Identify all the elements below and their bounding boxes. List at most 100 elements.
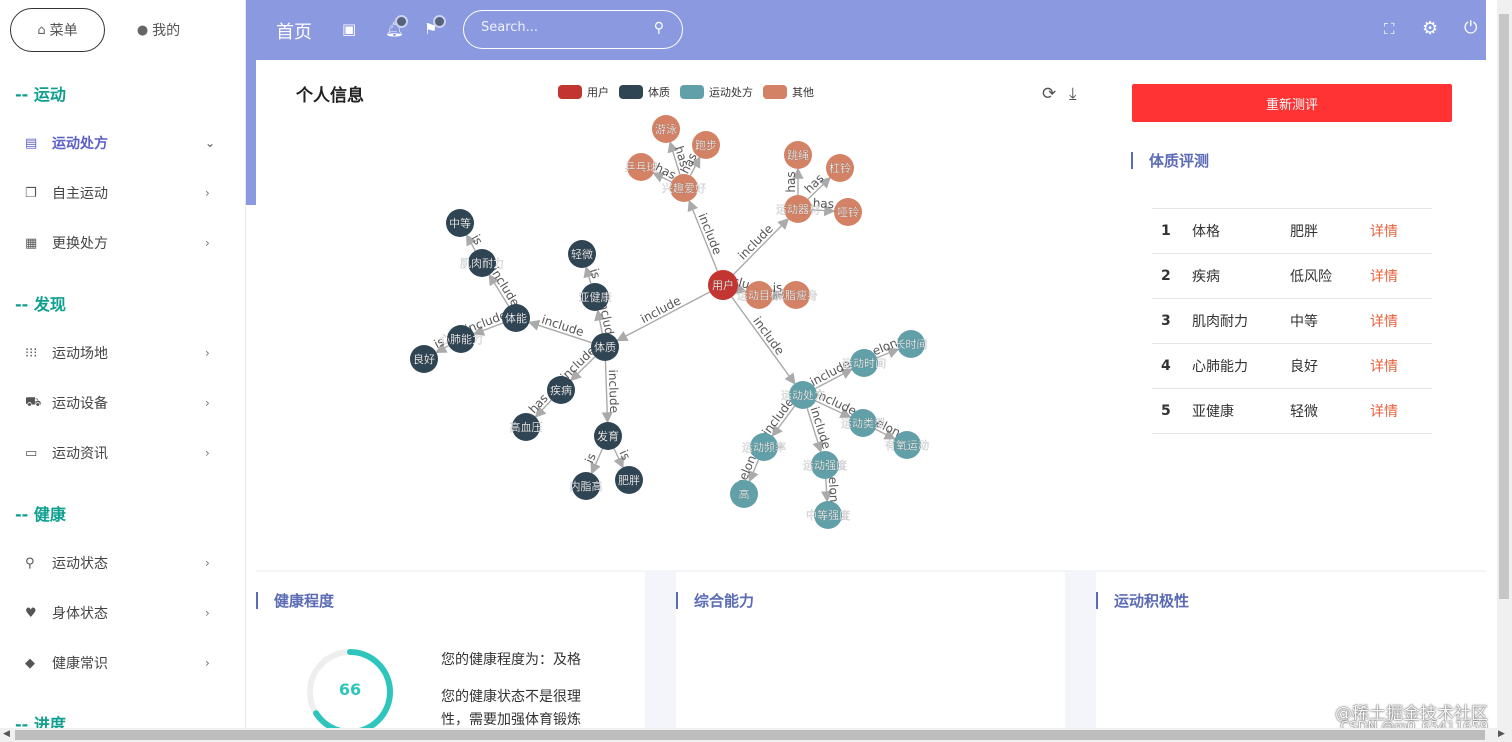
graph-link-label: include (540, 312, 586, 339)
detail-link[interactable]: 详情 (1370, 404, 1398, 420)
sidebar-item-news[interactable]: ▭ 运动资讯 › (0, 428, 245, 478)
sidebar-item-body-status[interactable]: ♥ 身体状态 › (0, 588, 245, 638)
graph-link (733, 217, 790, 275)
legend-item-physique[interactable]: 体质 (619, 84, 670, 100)
graph-link (689, 156, 701, 176)
health-level-text: 您的健康程度为：及格 (441, 652, 581, 668)
sidebar-item-health-knowledge[interactable]: ◆ 健康常识 › (0, 638, 245, 688)
graph-node[interactable] (708, 270, 738, 300)
graph-node[interactable] (591, 333, 619, 361)
scroll-right-icon[interactable]: ▶ (1498, 729, 1505, 739)
graph-node[interactable] (849, 409, 877, 437)
graph-node[interactable] (615, 466, 643, 494)
graph-node[interactable] (789, 381, 817, 409)
graph-node[interactable] (568, 240, 596, 268)
graph-node[interactable] (502, 304, 530, 332)
graph-node[interactable] (572, 472, 600, 500)
scroll-thumb[interactable] (1499, 14, 1509, 599)
graph-node-label: 良好 (413, 352, 435, 366)
fullscreen-icon[interactable]: ⛶ (1384, 20, 1395, 38)
layout-icon[interactable]: ▣ (342, 20, 357, 38)
horizontal-scrollbar[interactable]: ◀ ▶ (0, 728, 1512, 742)
box-icon: ◆ (25, 655, 35, 671)
legend-item-other[interactable]: 其他 (763, 84, 814, 100)
health-desc-line1: 您的健康状态不是很理 (441, 689, 581, 705)
graph-node[interactable] (782, 281, 810, 309)
search-box: ⚲ (463, 10, 683, 49)
graph-node[interactable] (826, 154, 854, 182)
graph-node[interactable] (814, 501, 842, 529)
graph-node[interactable] (834, 198, 862, 226)
graph-node[interactable] (692, 131, 720, 159)
legend-item-user[interactable]: 用户 (558, 84, 609, 100)
graph-node[interactable] (547, 376, 575, 404)
graph-node[interactable] (446, 209, 474, 237)
graph-node[interactable] (581, 283, 609, 311)
graph-node[interactable] (784, 195, 812, 223)
row-number: 5 (1161, 403, 1171, 419)
sidebar-item-label: 运动设备 (52, 396, 108, 412)
graph-node-label: 肥胖 (618, 474, 640, 487)
graph-node[interactable] (670, 174, 698, 202)
page-title[interactable]: 首页 (276, 22, 312, 43)
message-dot (433, 15, 446, 28)
power-icon[interactable]: ⏻ (1464, 18, 1478, 38)
graph-node[interactable] (410, 345, 438, 373)
sidebar-item-equipment[interactable]: ⛟ 运动设备 › (0, 378, 245, 428)
sidebar-item-self-exercise[interactable]: ❐ 自主运动 › (0, 168, 245, 218)
detail-link[interactable]: 详情 (1370, 314, 1398, 330)
sidebar-item-venue[interactable]: ⁝⁝⁝ 运动场地 › (0, 328, 245, 378)
graph-link-label: is (587, 267, 603, 280)
graph-node[interactable] (468, 249, 496, 277)
graph-node[interactable] (750, 433, 778, 461)
chevron-right-icon: › (205, 556, 210, 570)
sidebar-item-exercise-status[interactable]: ⚲ 运动状态 › (0, 538, 245, 588)
graph-node[interactable] (850, 349, 878, 377)
sidebar-item-label: 运动状态 (52, 556, 108, 572)
graph-node[interactable] (811, 451, 839, 479)
graph-node-label: 乒乓球 (625, 160, 658, 174)
graph-node[interactable] (897, 330, 925, 358)
graph-node[interactable] (652, 115, 680, 143)
graph-link (731, 296, 796, 385)
graph-node[interactable] (784, 141, 812, 169)
graph-link (590, 448, 604, 475)
graph-node-label: 兴趣爱好 (662, 181, 706, 195)
legend-swatch (680, 85, 704, 99)
graph-node[interactable] (745, 281, 773, 309)
scroll-thumb[interactable] (15, 730, 1485, 740)
sidebar-tabs: ⌂ 菜单 ● 我的 (0, 0, 245, 60)
graph-node[interactable] (893, 431, 921, 459)
graph-node[interactable] (627, 153, 655, 181)
tab-menu[interactable]: ⌂ 菜单 (10, 8, 105, 52)
legend-label: 其他 (792, 86, 814, 99)
sidebar-item-prescription[interactable]: ▤ 运动处方 ⌄ (0, 118, 245, 168)
download-icon[interactable]: ⤓ (1069, 84, 1077, 104)
graph-node[interactable] (447, 325, 475, 353)
detail-link[interactable]: 详情 (1370, 359, 1398, 375)
graph-node[interactable] (730, 480, 758, 508)
header-backdrop-left (246, 60, 256, 205)
gear-icon[interactable]: ⚙ (1422, 18, 1439, 39)
refresh-icon[interactable]: ⟳ (1042, 84, 1057, 104)
re-evaluate-button[interactable]: 重新测评 (1132, 84, 1452, 122)
search-icon[interactable]: ⚲ (653, 20, 664, 36)
graph-link-label: has (526, 391, 551, 416)
graph-node-label: 高 (739, 487, 750, 501)
graph-node-label: 体质 (594, 340, 616, 354)
graph-node[interactable] (594, 422, 622, 450)
graph-link-label: include (606, 369, 621, 413)
graph-node[interactable] (512, 413, 540, 441)
tab-mine[interactable]: ● 我的 (111, 8, 206, 52)
graph-link (583, 266, 595, 284)
sidebar-item-change-prescription[interactable]: ▦ 更换处方 › (0, 218, 245, 268)
legend-item-prescription[interactable]: 运动处方 (680, 84, 753, 100)
vertical-scrollbar[interactable] (1497, 0, 1512, 728)
search-input[interactable] (481, 20, 641, 35)
detail-link[interactable]: 详情 (1370, 269, 1398, 285)
detail-link[interactable]: 详情 (1370, 224, 1398, 240)
scroll-left-icon[interactable]: ◀ (3, 729, 10, 739)
chevron-right-icon: › (205, 656, 210, 670)
